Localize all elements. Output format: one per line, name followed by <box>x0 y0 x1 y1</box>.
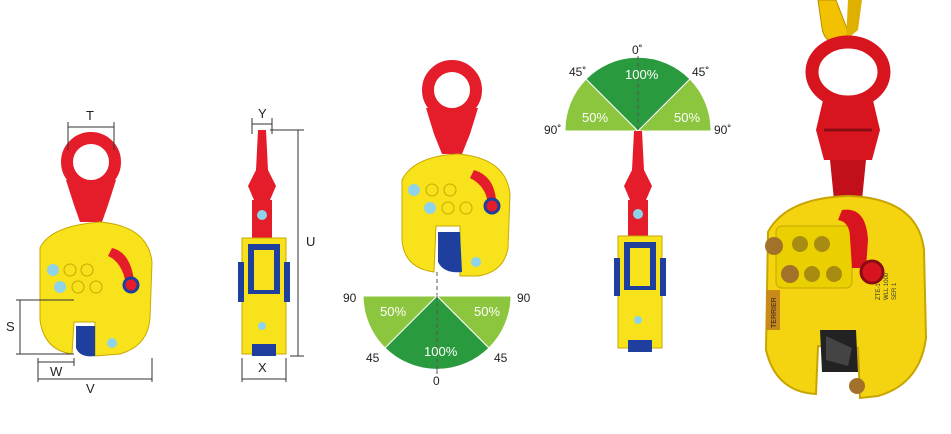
angle-label-0: 0 <box>433 374 440 388</box>
shank <box>66 180 116 222</box>
clamp-side-view: Y U X <box>238 106 315 382</box>
angle-label-right-45: 45 <box>494 351 508 365</box>
angle-label-left-45: 45 <box>366 351 380 365</box>
bolt-holes <box>47 263 117 348</box>
photo-label: TERRIER ZTE-1 WLL 1000 SER 1 <box>766 272 898 330</box>
side-shank <box>248 130 276 200</box>
angle-diagram-top: 0˚ 45˚ 45˚ 90˚ 90˚ 100% 50% 50% <box>544 43 731 137</box>
sector-left <box>362 295 439 349</box>
sector-right <box>636 78 712 132</box>
label-line-1: ZTE-1 <box>876 283 882 300</box>
lifting-eye-icon <box>61 132 121 192</box>
cam-handle-icon <box>108 248 134 284</box>
side-shank <box>624 131 652 200</box>
dim-label-x: X <box>258 360 267 375</box>
sector-left <box>564 78 640 132</box>
jaw-pad <box>76 326 95 357</box>
photo-bolt-holes <box>765 236 865 394</box>
dim-label-w: W <box>50 364 63 379</box>
angle-label-right-90: 90 <box>517 291 531 305</box>
dim-label-s: S <box>6 319 15 334</box>
sector-right <box>435 295 512 349</box>
label-line-2: WLL 1000 <box>884 272 890 300</box>
lifting-eye-icon <box>422 60 482 120</box>
pct-center: 100% <box>424 344 458 359</box>
side-dimension-lines <box>241 118 304 382</box>
pct-left: 50% <box>582 110 608 125</box>
product-photo: TERRIER ZTE-1 WLL 1000 SER 1 <box>740 0 951 429</box>
pct-center: 100% <box>625 67 659 82</box>
angle-label-left-45: 45˚ <box>569 65 586 79</box>
shank <box>426 108 478 154</box>
dim-label-y: Y <box>258 106 267 121</box>
brand-logo: TERRIER <box>771 297 778 328</box>
cam-handle-icon <box>470 170 496 204</box>
cam-handle-icon <box>838 209 868 268</box>
dim-label-v: V <box>86 381 95 396</box>
dim-label-u: U <box>306 234 315 249</box>
dim-label-t: T <box>86 108 94 123</box>
angle-label-0: 0˚ <box>632 43 643 57</box>
angle-diagram-bottom: 90 90 45 45 0 50% 50% 100% <box>343 291 531 388</box>
pct-right: 50% <box>474 304 500 319</box>
angle-label-left-90: 90˚ <box>544 123 561 137</box>
clamp-side-angle-view: 0˚ 45˚ 45˚ 90˚ 90˚ 100% 50% 50% <box>544 43 731 352</box>
pct-left: 50% <box>380 304 406 319</box>
dimension-lines <box>16 122 153 382</box>
angle-label-right-90: 90˚ <box>714 123 731 137</box>
bolt-holes <box>408 183 481 267</box>
jaw-pad <box>438 232 462 273</box>
angle-label-left-90: 90 <box>343 291 357 305</box>
clamp-front-angle-view: 90 90 45 45 0 50% 50% 100% <box>343 60 531 388</box>
pct-right: 50% <box>674 110 700 125</box>
label-line-3: SER 1 <box>892 282 898 300</box>
clamp-front-view: T S W V <box>6 108 153 396</box>
angle-label-right-45: 45˚ <box>692 65 709 79</box>
